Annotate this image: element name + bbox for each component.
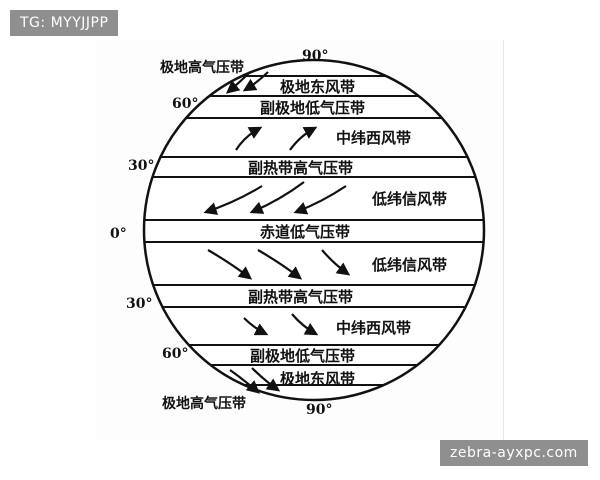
lat-s60: 60°: [162, 346, 188, 362]
n-polar-easterlies-label: 极地东风带: [280, 78, 355, 96]
wind-arrow: [243, 317, 269, 336]
earth-outline: [142, 58, 486, 402]
lat-equator: 0°: [110, 226, 127, 242]
equatorial-low-strip: [144, 219, 484, 243]
watermark-top-left: TG: MYYJJPP: [10, 10, 119, 36]
wind-arrow: [229, 369, 261, 394]
s-polar-easterlies-label: 极地东风带: [280, 370, 355, 388]
wind-arrow: [251, 367, 281, 392]
s-westerlies-label: 中纬西风带: [336, 319, 411, 337]
n-subtropical-high-strip: [144, 156, 484, 178]
wind-arrow: [225, 71, 251, 94]
s-subpolar-low-strip: [144, 344, 484, 366]
equatorial-low-label: 赤道低气压带: [260, 223, 350, 241]
s-trades-label: 低纬信风带: [371, 256, 447, 274]
wind-arrow: [203, 185, 263, 215]
south-polar-high-label: 极地高气压带: [162, 395, 246, 412]
n-subpolar-low-label: 副极地低气压带: [260, 99, 365, 117]
lat-n30: 30°: [128, 158, 154, 174]
n-subtropical-high-label: 副热带高气压带: [248, 159, 353, 177]
s-subtropical-high-label: 副热带高气压带: [248, 288, 353, 306]
wind-arrow: [321, 249, 351, 276]
n-trades-label: 低纬信风带: [371, 190, 447, 208]
wind-arrows: [203, 71, 351, 394]
n-subpolar-low-strip: [144, 95, 484, 119]
s-subtropical-high-strip: [144, 284, 484, 308]
n-westerlies-label: 中纬西风带: [336, 129, 411, 147]
wind-arrow: [289, 126, 318, 151]
wind-arrow: [293, 185, 347, 215]
lat-south-pole: 90°: [306, 402, 332, 418]
s-subpolar-low-label: 副极地低气压带: [250, 347, 355, 365]
wind-arrow: [242, 71, 269, 92]
wind-arrow: [249, 181, 305, 214]
wind-arrow: [257, 249, 303, 280]
lat-north-pole: 90°: [302, 48, 328, 64]
wind-arrow: [235, 126, 263, 151]
lat-n60: 60°: [172, 96, 198, 112]
wind-arrow: [291, 313, 319, 336]
wind-arrow: [207, 249, 253, 280]
watermark-bottom-right: zebra-ayxpc.com: [440, 440, 588, 466]
north-polar-high-label: 极地高气压带: [160, 59, 244, 76]
lat-s30: 30°: [126, 296, 152, 312]
